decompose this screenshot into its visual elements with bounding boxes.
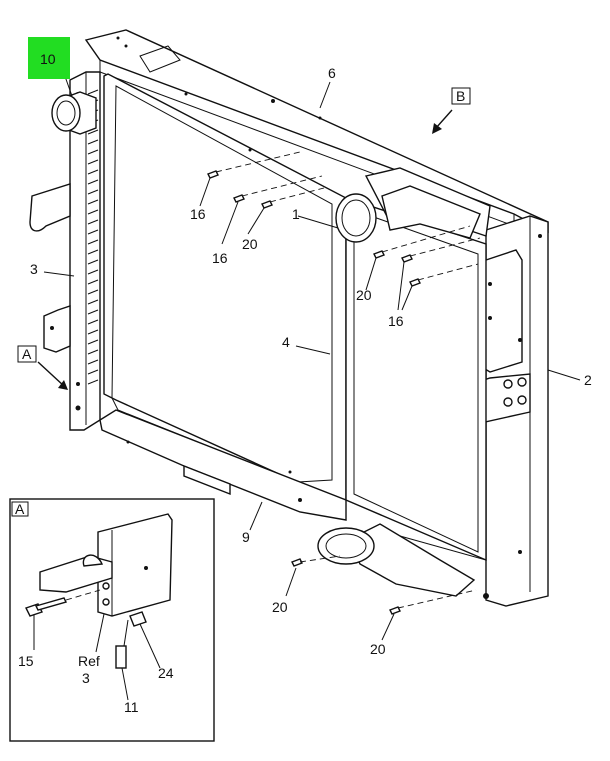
left-upper-bracket xyxy=(29,183,71,232)
view-b-arrow xyxy=(435,109,453,129)
bolt-group-upper xyxy=(207,151,325,209)
svg-text:A: A xyxy=(15,501,25,517)
detail-bracket-plate xyxy=(97,513,173,617)
callout-10: 10 xyxy=(40,51,56,67)
svg-text:B: B xyxy=(456,88,465,104)
callout-6: 6 xyxy=(328,65,336,81)
view-a-arrow xyxy=(37,361,65,387)
detail-bolt xyxy=(25,589,101,617)
inner-frame xyxy=(345,197,487,562)
bottom-frame-rail xyxy=(99,409,347,521)
callout-1: 1 xyxy=(292,206,300,222)
callout-16-b: 16 xyxy=(212,250,228,266)
lower-outlet-pipe xyxy=(317,523,487,597)
upper-inlet-pipe xyxy=(335,167,491,243)
view-label-a: A xyxy=(17,345,37,363)
callout-20-b: 20 xyxy=(356,287,372,303)
svg-text:A: A xyxy=(22,346,32,362)
detail-callout-11: 11 xyxy=(124,699,139,715)
radiator-assembly xyxy=(29,29,581,641)
leader-lines xyxy=(43,67,581,641)
callout-10-highlight xyxy=(28,37,70,79)
detail-ref-word: Ref xyxy=(78,653,100,669)
callout-20-a: 20 xyxy=(242,236,258,252)
callout-16-c: 16 xyxy=(388,313,404,329)
detail-ref-number: 3 xyxy=(82,670,90,686)
bolt-group-lower xyxy=(291,555,477,615)
view-label-b: B xyxy=(451,87,471,105)
callout-20-d: 20 xyxy=(370,641,386,657)
callout-20-c: 20 xyxy=(272,599,288,615)
detail-a-panel: A 15 Ref 3 24 11 xyxy=(9,498,215,742)
upper-tank-outlet xyxy=(51,91,97,135)
callout-16-a: 16 xyxy=(190,206,206,222)
callout-9: 9 xyxy=(242,529,250,545)
callout-3: 3 xyxy=(30,261,38,277)
detail-callout-24: 24 xyxy=(158,665,174,681)
bolt-group-right xyxy=(373,225,481,287)
detail-sensor xyxy=(115,611,147,669)
callout-2: 2 xyxy=(584,372,592,388)
left-lower-bracket xyxy=(43,305,71,353)
callout-4: 4 xyxy=(282,334,290,350)
detail-callout-15: 15 xyxy=(18,653,34,669)
detail-a-label: A xyxy=(11,501,29,517)
